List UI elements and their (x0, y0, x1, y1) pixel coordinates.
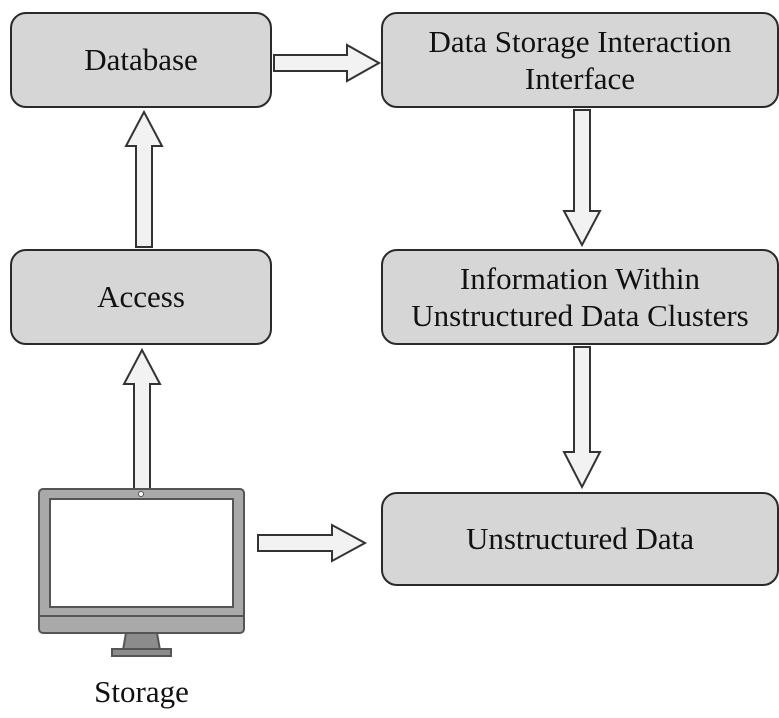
database-node: Database (10, 12, 272, 108)
clusters-label-line1: Information Within (459, 260, 701, 296)
data-storage-interaction-interface-node: Data Storage Interaction Interface (381, 12, 779, 108)
storage-label: Storage (94, 674, 189, 709)
arrow-clusters-to-unstructured (562, 346, 602, 490)
clusters-label-line2: Unstructured Data Clusters (411, 298, 749, 333)
arrow-computer-to-access (122, 347, 162, 494)
interface-label-line1: Data Storage Interaction (428, 23, 732, 59)
arrow-database-to-interface (273, 43, 382, 83)
arrow-computer-to-unstructured (257, 523, 368, 563)
arrow-interface-to-clusters (562, 109, 602, 248)
unstructured-data-node: Unstructured Data (381, 492, 779, 586)
computer-monitor-icon (38, 488, 245, 657)
access-node: Access (10, 249, 272, 345)
database-label: Database (84, 42, 198, 78)
access-label: Access (97, 279, 185, 315)
information-within-clusters-node: Information Within Unstructured Data Clu… (381, 249, 779, 345)
arrow-access-to-database (124, 109, 164, 248)
interface-label-line2: Interface (524, 61, 636, 96)
unstructured-label: Unstructured Data (465, 521, 695, 557)
